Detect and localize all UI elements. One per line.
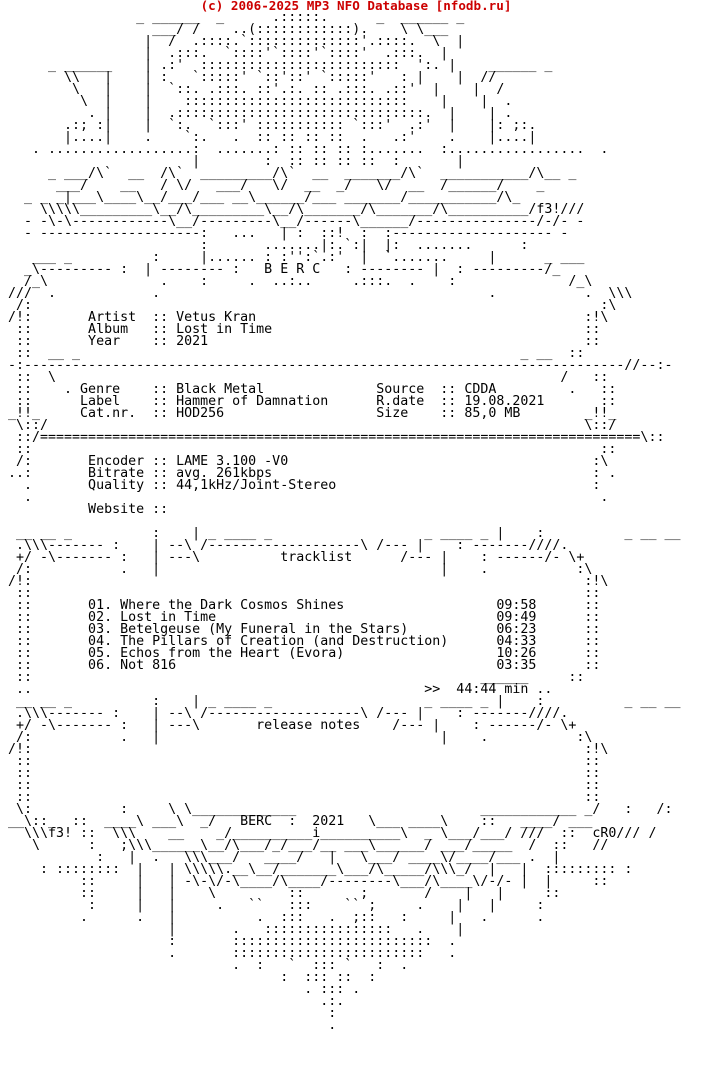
nfo-line: :: :: (0, 586, 601, 601)
nfo-line: : | | . `` ::: `` ; . | | : (0, 898, 545, 913)
nfo-line: :: | | -\-\/-\____/\____/--------\___/\_… (0, 874, 609, 889)
nfo-line: .\\\------- : | --\ /-------------------… (0, 538, 569, 553)
nfo-line: :: Label :: Hammer of Damnation R.date :… (0, 394, 617, 409)
nfo-line: +/ -\------- : | ---\ release notes /---… (0, 718, 577, 733)
nfo-line: :: __ _ _ __ :: (0, 346, 585, 361)
nfo-line: /!: :!\ (0, 742, 609, 757)
nfo-line: .:. (0, 994, 345, 1009)
nfo-line: .\\\------- : | --\ /-------------------… (0, 706, 569, 721)
nfo-line: : (0, 1006, 337, 1021)
nfo-line: :: ______ :: (0, 670, 585, 685)
nfo-line: : ::::::::::::::::::::::::: . (0, 934, 457, 949)
nfo-line: \ | | :::::::::::::::::::::::::::: | | . (0, 94, 513, 109)
nfo-line: | . :::::::::::::::: . | (0, 922, 465, 937)
nfo-line: /: :\ (0, 298, 617, 313)
nfo-line: /: Encoder :: LAME 3.100 -V0 :\ (0, 454, 609, 469)
nfo-line: :: 01. Where the Dark Cosmos Shines 09:5… (0, 598, 601, 613)
nfo-line: . Quality :: 44,1kHz/Joint-Stereo : (0, 478, 601, 493)
nfo-line: :: \ / :: (0, 370, 609, 385)
nfo-line: Website :: (0, 502, 169, 517)
nfo-line: \\\f3! :: \\\ __ _/__________i__________… (0, 826, 657, 841)
nfo-line: /!: Artist :: Vetus Kran :!\ (0, 310, 609, 325)
nfo-line: _\--------- : | -------- : B E R C : ---… (0, 262, 561, 277)
nfo-line: __ __ _ : | _ ____ _ _ ____ _ | : _ __ _… (0, 694, 681, 709)
nfo-line: :: 05. Echos from the Heart (Evora) 10:2… (0, 646, 601, 661)
nfo-line: :: Album :: Lost in Time :: (0, 322, 601, 337)
nfo-line: : | . \\\___/ ____/ | \___/ ____\/____/_… (0, 850, 617, 865)
nfo-line: +/ -\------- : | ---\ tracklist /--- | :… (0, 550, 585, 565)
nfo-line: _ ______ _ .:::::. _ ______ _ (0, 10, 465, 25)
nfo-database-header: (c) 2006-2025 MP3 NFO Database [nfodb.ru… (200, 0, 512, 13)
nfo-line: /_\ . : . ..:.. .:::. . : /_\ (0, 274, 593, 289)
nfo-line: _!!_ Cat.nr. :: HOD256 Size :: 85,0 MB _… (0, 406, 617, 421)
nfo-line: \\ | | : `:::::' `::'::' `:::::' : | | /… (0, 70, 497, 85)
nfo-line: \::/ \::/ (0, 418, 617, 433)
nfo-line: |....| . `:. . :: :: :: :: . .:' . |....… (0, 130, 537, 145)
nfo-line: _ ______ | .:' :::::::::::::::::::::::::… (0, 58, 553, 73)
nfo-line: :: 04. The Pillars of Creation (and Dest… (0, 634, 601, 649)
nfo-line: :: . Genre :: Black Metal Source :: CDDA… (0, 382, 617, 397)
nfo-line: :: :: (0, 442, 617, 457)
nfo-line: ___/ / ..(::::::::::::). \ \___ (0, 22, 449, 37)
nfo-line: . ..................: .......: :: :: :: … (0, 142, 609, 157)
nfo-line: .. >> 44:44 min .. (0, 682, 553, 697)
nfo-line: \ | | `::. .:::. ::'.:. :: .:::. .::' | … (0, 82, 505, 97)
nfo-line: _ _ _|___\____\__/___/___ __\______/___ … (0, 190, 521, 205)
nfo-line: :: 02. Lost in Time 09:49 :: (0, 610, 601, 625)
nfo-line: ::/=====================================… (0, 430, 665, 445)
nfo-line: __\::_ :: ____\ ___\ _/ BERC : 2021 \___… (0, 814, 593, 829)
nfo-line: /!: :!\ (0, 574, 609, 589)
nfo-line: :: :: (0, 790, 601, 805)
nfo-ascii-art-document: _ ______ _ .:::::. _ ______ _ ___/ / ..(… (0, 10, 681, 1033)
nfo-line: . . (0, 490, 609, 505)
nfo-line: /: . | | . :\ (0, 730, 593, 745)
nfo-line: /: . | | . :\ (0, 562, 593, 577)
nfo-line: . :::::::::::::::::::::::: . (0, 946, 457, 961)
nfo-line: __ __ _ : | _ ____ _ _ ____ _ | : _ __ _… (0, 526, 681, 541)
nfo-line: : :::::::: | | \\\\\.__\__/_______\___/\… (0, 862, 633, 877)
nfo-line: ..: Bitrate :: avg. 261kbps : . (0, 466, 617, 481)
nfo-line: | / .::::.`::::::::::::::'.::::. \ | (0, 34, 465, 49)
nfo-line: :: 03. Betelgeuse (My Funeral in the Sta… (0, 622, 601, 637)
nfo-line: . . | . ::: . ;:: : | . . (0, 910, 545, 925)
nfo-line: _ ___/\` __ /\` _________/\` __ _______/… (0, 166, 577, 181)
nfo-line: \: : \ \_____________ ____________ _/ : … (0, 802, 673, 817)
nfo-line: \\\\\_________\__/\_________\__/\_______… (0, 202, 585, 217)
nfo-line: : ::: :: : (0, 970, 377, 985)
nfo-line: - --------------------: ... | : ::! : :-… (0, 226, 569, 241)
nfo-line: \ : ;\\\______\__/\___/_/___/__ ___\____… (0, 838, 609, 853)
nfo-line: . (0, 1018, 337, 1033)
nfo-line: . | | .:::::::::::::::::::::::::::::::. … (0, 106, 513, 121)
nfo-line: :: | | \ :: ; / | | :: (0, 886, 561, 901)
nfo-line: :: 06. Not 816 03:35 :: (0, 658, 601, 673)
nfo-line: : .......|:.`:| |: ....... : (0, 238, 529, 253)
nfo-line: ___ _ : |...... : :'':`.:' | `....... | … (0, 250, 585, 265)
nfo-line: ___/ __ / \/ ___/ \/ __ _/ \/ __ /______… (0, 178, 545, 193)
nfo-line: :: :: (0, 778, 601, 793)
nfo-line: -:--------------------------------------… (0, 358, 673, 373)
nfo-line: | .:::. `::::'`::::'`::::' .:::. | (0, 46, 449, 61)
nfo-line: . : ` ::: ` : . (0, 958, 409, 973)
nfo-line: . ::: . (0, 982, 361, 997)
nfo-line: .:; :| | `:. `:::' ::::::::::: `:::' .:'… (0, 118, 537, 133)
nfo-line: :: :: (0, 766, 601, 781)
nfo-line: :: Year :: 2021 :: (0, 334, 601, 349)
nfo-line: :: :: (0, 754, 601, 769)
nfo-line: | : :: :: :: :: : | (0, 154, 465, 169)
nfo-line: - -\-\------------\__/---------\__/-----… (0, 214, 585, 229)
nfo-line: /// . . . . \\\ (0, 286, 633, 301)
